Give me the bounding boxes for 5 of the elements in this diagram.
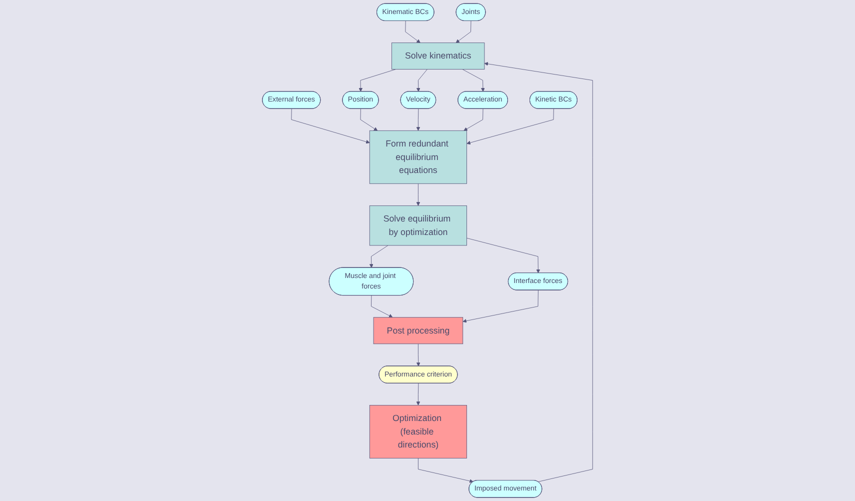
node-box: Solve kinematics (392, 42, 485, 70)
node-box: Optimization (feasible directions) (369, 405, 467, 458)
node-box: Post processing (373, 317, 464, 344)
node-box: Solve equilibrium by optimization (369, 205, 467, 246)
node-box: Form redundant equilibrium equations (369, 130, 467, 184)
